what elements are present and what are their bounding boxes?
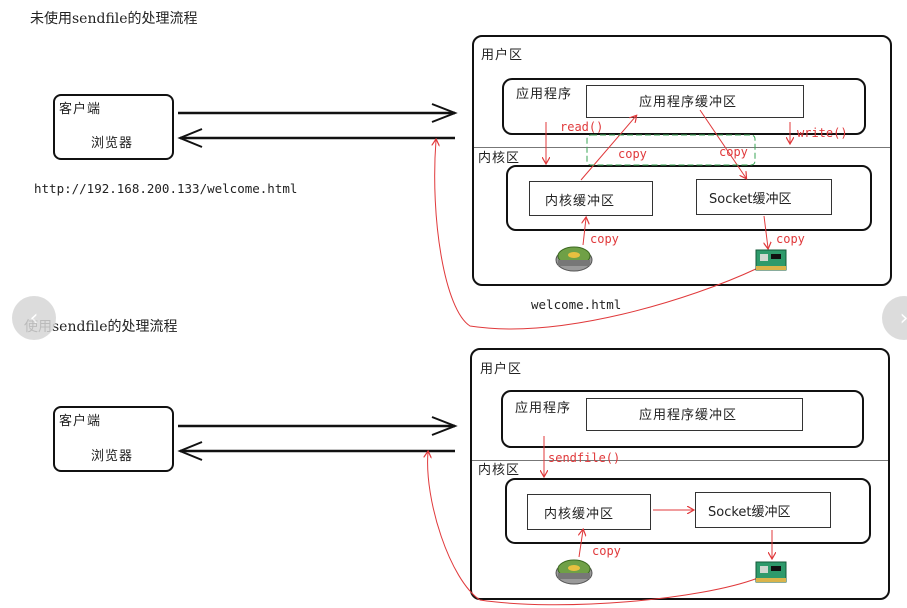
kernel-buffer-label: 内核缓冲区 bbox=[545, 194, 616, 209]
file-label: welcome.html bbox=[531, 297, 622, 312]
system-box-2 bbox=[470, 348, 890, 600]
app-buffer-label-2: 应用程序缓冲区 bbox=[639, 408, 738, 423]
kernel-space-label: 内核区 bbox=[478, 151, 521, 166]
response-arrow-top bbox=[177, 128, 455, 148]
space-divider-2 bbox=[472, 460, 888, 461]
top-title: 未使用sendfile的处理流程 bbox=[30, 11, 198, 27]
kernel-buffer-box-2: 内核缓冲区 bbox=[527, 494, 651, 530]
socket-buffer-label: Socket缓冲区 bbox=[709, 192, 792, 207]
client-label: 客户端 bbox=[59, 102, 102, 117]
app-buffer-box: 应用程序缓冲区 bbox=[586, 85, 804, 118]
user-space-label-2: 用户区 bbox=[480, 362, 523, 377]
user-space-label: 用户区 bbox=[481, 48, 524, 63]
socket-buffer-box: Socket缓冲区 bbox=[696, 179, 832, 215]
app-box-2 bbox=[501, 390, 864, 448]
sendfile-label: sendfile() bbox=[548, 451, 621, 465]
app-label-2: 应用程序 bbox=[515, 401, 572, 416]
client-box-2: 客户端 浏览器 bbox=[53, 406, 174, 472]
hard-disk-icon-2 bbox=[555, 559, 593, 585]
copy-label-5: copy bbox=[592, 544, 621, 558]
space-divider bbox=[474, 147, 890, 148]
kernel-buffer-label-2: 内核缓冲区 bbox=[544, 507, 615, 522]
chevron-left-icon: ‹ bbox=[29, 305, 39, 331]
kernel-buffer-box: 内核缓冲区 bbox=[529, 181, 653, 216]
kernel-box-2 bbox=[505, 478, 871, 544]
write-label: write() bbox=[797, 126, 848, 140]
copy-label-1: copy bbox=[618, 147, 647, 161]
copy-label-4: copy bbox=[776, 232, 805, 246]
browser-label: 浏览器 bbox=[91, 136, 134, 151]
green-dashed-box bbox=[586, 134, 756, 166]
system-box bbox=[472, 35, 892, 286]
browser-label-2: 浏览器 bbox=[91, 449, 134, 464]
hard-disk-icon bbox=[555, 246, 593, 272]
app-label: 应用程序 bbox=[516, 87, 573, 102]
client-box: 客户端 浏览器 bbox=[53, 94, 174, 160]
read-label: read() bbox=[560, 120, 604, 134]
bottom-title: 使用sendfile的处理流程 bbox=[24, 319, 178, 335]
url-text: http://192.168.200.133/welcome.html bbox=[34, 181, 298, 196]
request-arrow-top bbox=[178, 103, 458, 123]
app-box bbox=[502, 78, 866, 135]
response-arrow-bottom bbox=[177, 441, 455, 461]
red-flow-top bbox=[435, 109, 790, 330]
network-card-icon-2 bbox=[755, 561, 787, 583]
app-buffer-box-2: 应用程序缓冲区 bbox=[586, 398, 803, 431]
network-card-icon bbox=[755, 249, 787, 271]
client-label-2: 客户端 bbox=[59, 414, 102, 429]
app-buffer-label: 应用程序缓冲区 bbox=[639, 95, 738, 110]
socket-buffer-label-2: Socket缓冲区 bbox=[708, 505, 791, 520]
kernel-box bbox=[506, 165, 872, 231]
chevron-right-icon: › bbox=[900, 306, 907, 331]
prev-slide-button[interactable]: ‹ bbox=[12, 296, 56, 340]
request-arrow-bottom bbox=[178, 416, 458, 436]
socket-buffer-box-2: Socket缓冲区 bbox=[695, 492, 831, 528]
kernel-space-label-2: 内核区 bbox=[478, 463, 521, 478]
copy-label-3: copy bbox=[590, 232, 619, 246]
red-flow-bottom bbox=[428, 436, 772, 606]
